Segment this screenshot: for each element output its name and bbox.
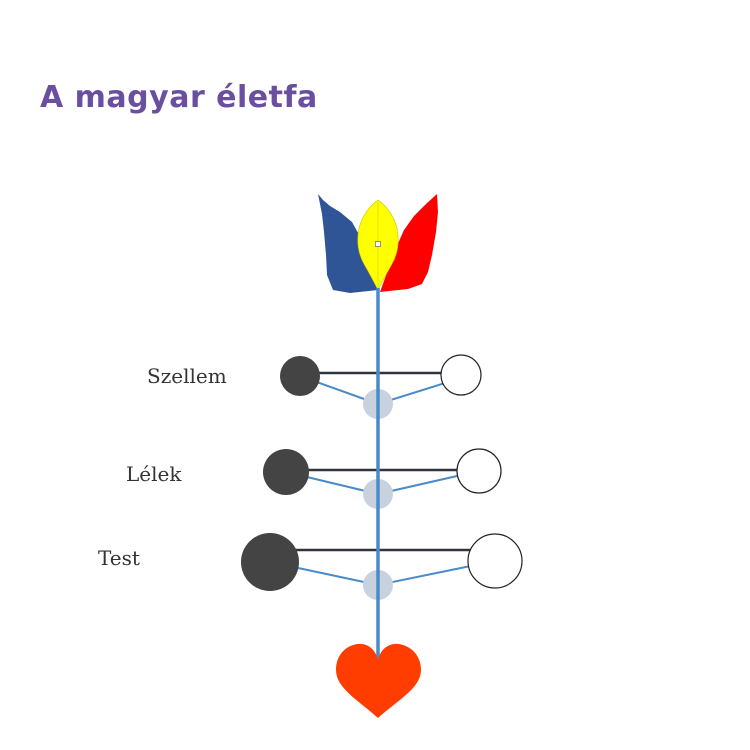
dark-circle [280,356,320,396]
page-title: A magyar életfa [40,80,318,115]
level-label-szellem: Szellem [147,364,227,388]
light-circle [440,354,482,396]
tulip-red-petal [380,194,438,292]
dark-circle [263,449,309,495]
light-circle [456,448,502,494]
light-circle [467,533,523,589]
tulip-blue-petal [318,194,378,293]
heart-icon [336,643,421,718]
level-lelek-group [263,448,502,509]
level-label-lelek: Lélek [126,462,182,486]
tricolor-tulip-icon [318,194,438,293]
level-label-test: Test [98,546,140,570]
level-test-group [241,533,523,600]
level-szellem-group [280,354,482,419]
dark-circle [241,533,299,591]
